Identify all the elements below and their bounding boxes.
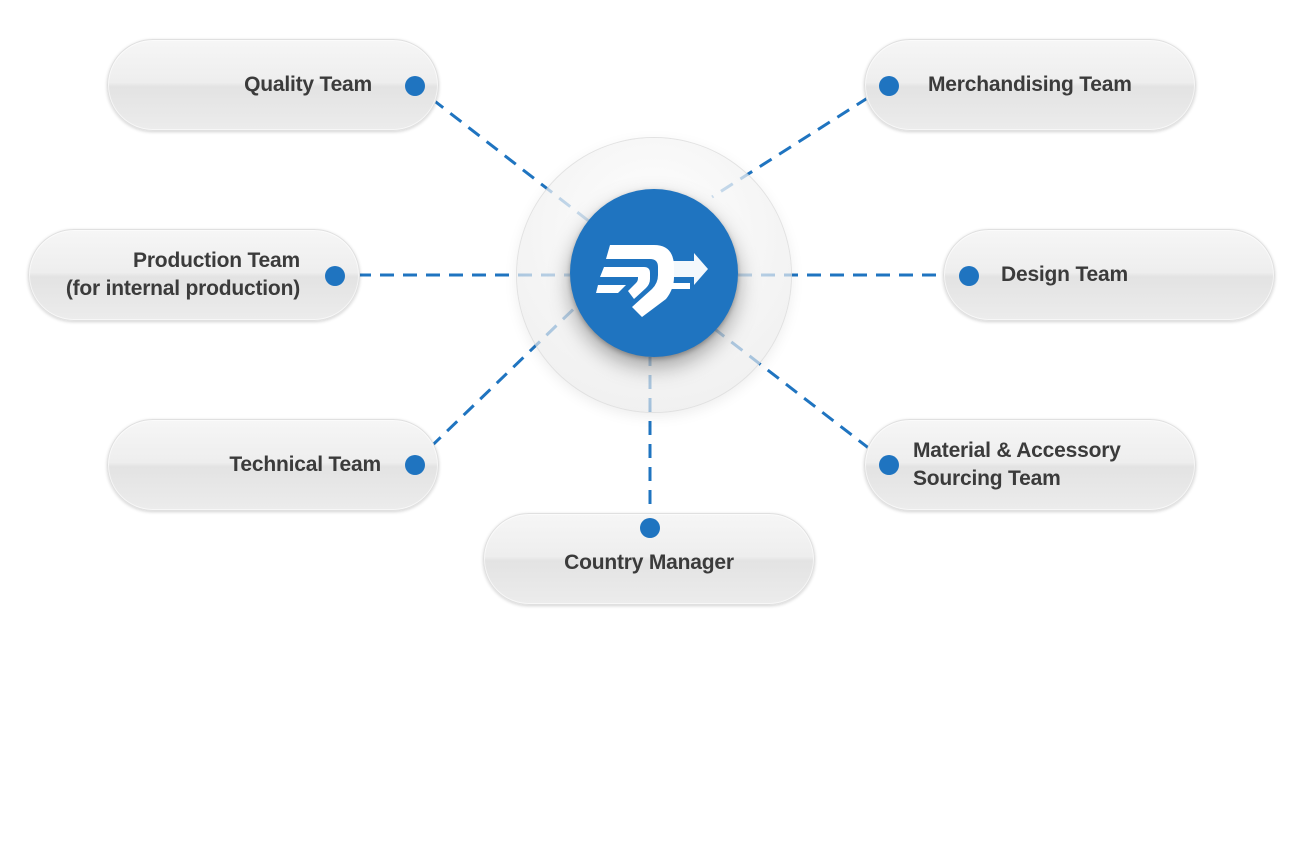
node-label-line: Design Team xyxy=(1001,263,1128,286)
node-technical-team: Technical Team xyxy=(107,419,439,511)
node-quality-team: Quality Team xyxy=(107,39,439,131)
connector-technical xyxy=(412,296,587,465)
node-design-team: Design Team xyxy=(943,229,1275,321)
node-label-line: Merchandising Team xyxy=(928,73,1132,96)
node-dot xyxy=(325,266,345,286)
node-label: Production Team (for internal production… xyxy=(66,230,300,320)
node-dot xyxy=(405,455,425,475)
node-label-line: Technical Team xyxy=(229,453,381,476)
node-production-team: Production Team (for internal production… xyxy=(28,229,360,321)
node-label: Country Manager xyxy=(484,514,814,604)
node-label-line: Production Team xyxy=(133,249,300,272)
node-label: Quality Team xyxy=(244,40,372,130)
node-label-line: Country Manager xyxy=(564,551,734,574)
node-dot xyxy=(879,76,899,96)
node-dot xyxy=(879,455,899,475)
node-label-line: Sourcing Team xyxy=(913,467,1061,490)
node-dot xyxy=(405,76,425,96)
node-label-line: Quality Team xyxy=(244,73,372,96)
node-label: Merchandising Team xyxy=(928,40,1132,130)
node-label: Technical Team xyxy=(229,420,381,510)
company-logo-icon xyxy=(596,245,708,317)
node-label: Design Team xyxy=(1001,230,1128,320)
node-label-line: Material & Accessory xyxy=(913,439,1121,462)
node-label: Material & Accessory Sourcing Team xyxy=(913,420,1121,510)
hub-center xyxy=(570,189,738,357)
node-dot xyxy=(640,518,660,538)
node-dot xyxy=(959,266,979,286)
node-material-sourcing-team: Material & Accessory Sourcing Team xyxy=(864,419,1196,511)
node-label-line: (for internal production) xyxy=(65,277,300,300)
node-merchandising-team: Merchandising Team xyxy=(864,39,1196,131)
